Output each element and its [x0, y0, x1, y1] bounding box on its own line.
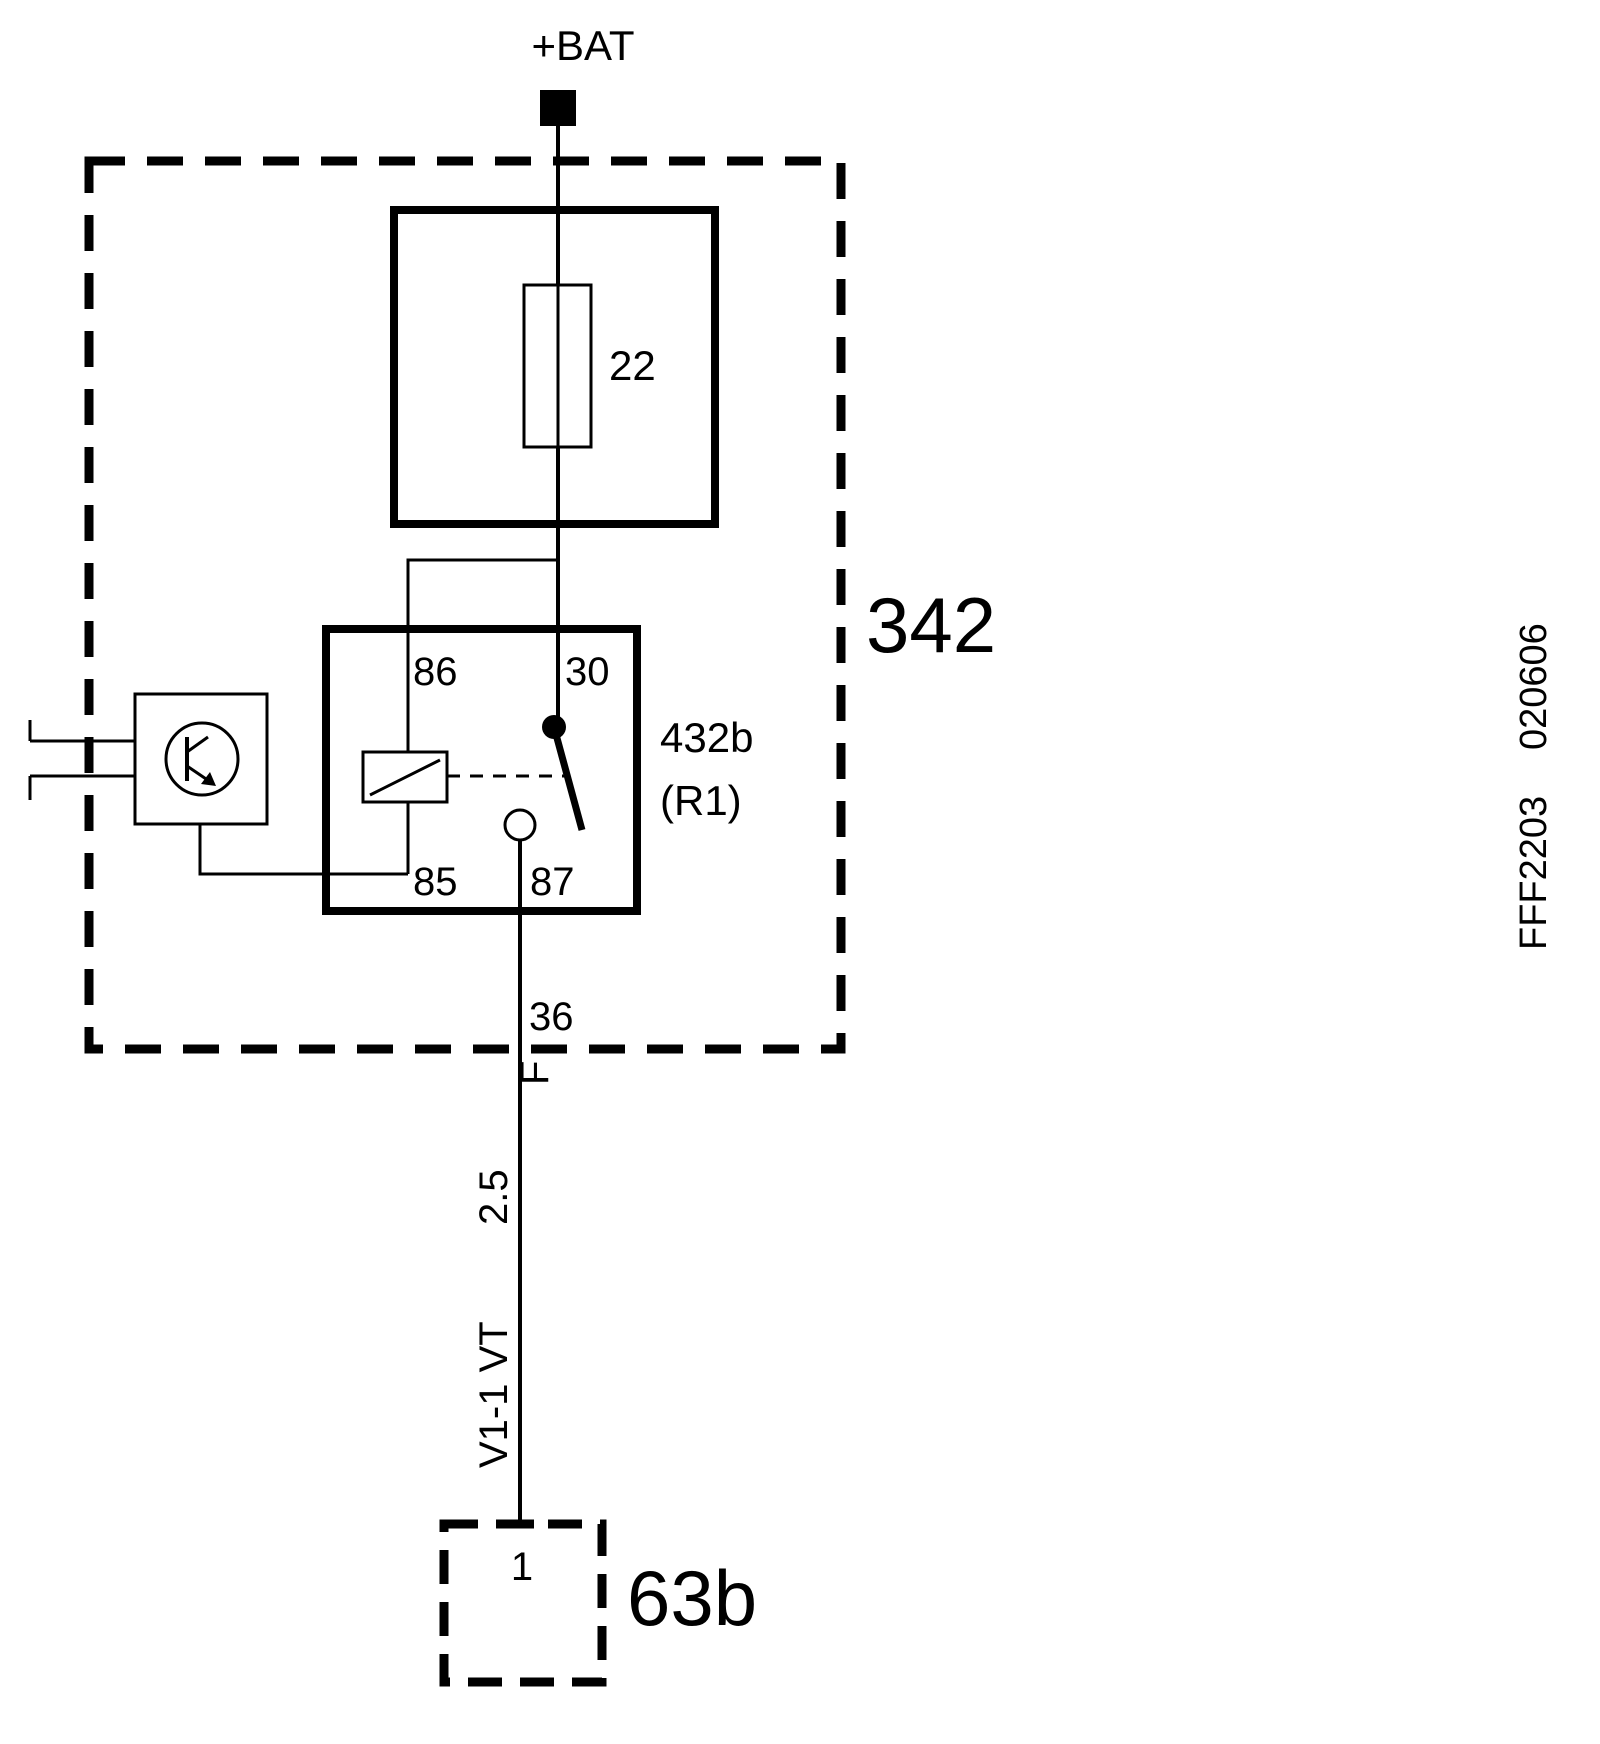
drawing-code: FFF2203 — [1513, 796, 1555, 950]
wire-size: 2.5 — [472, 1169, 516, 1225]
connector-id: 63b — [627, 1554, 757, 1642]
fuse-number: 22 — [609, 342, 656, 389]
connector-pin: 1 — [511, 1545, 533, 1589]
relay-ref: (R1) — [660, 777, 742, 824]
relay-pin-30: 30 — [565, 650, 610, 694]
fuse-holder — [390, 206, 719, 528]
splice-number: 36 — [529, 995, 574, 1039]
control-input-pins — [28, 720, 135, 800]
relay-id: 432b — [660, 714, 753, 761]
driver-block — [133, 692, 269, 826]
splice-code: F — [513, 1061, 557, 1085]
transistor-icon — [164, 721, 240, 797]
battery-terminal-icon — [540, 90, 576, 126]
module-342-outline — [84, 156, 846, 1054]
driver-to-85-wire — [198, 824, 408, 876]
coil-feed-wire — [406, 558, 558, 776]
wire-code: V1-1 VT — [472, 1321, 516, 1468]
switch-icon — [550, 726, 586, 831]
drawing-date: 020606 — [1513, 623, 1555, 750]
relay-432b — [322, 625, 641, 915]
switch-contact-87 — [503, 808, 537, 842]
relay-coil-diagonal — [369, 758, 441, 797]
supply-label: +BAT — [531, 22, 634, 69]
relay-pin-87: 87 — [530, 860, 575, 904]
relay-pin-86: 86 — [413, 650, 458, 694]
relay-pin-85: 85 — [413, 860, 458, 904]
module-id: 342 — [866, 581, 996, 669]
